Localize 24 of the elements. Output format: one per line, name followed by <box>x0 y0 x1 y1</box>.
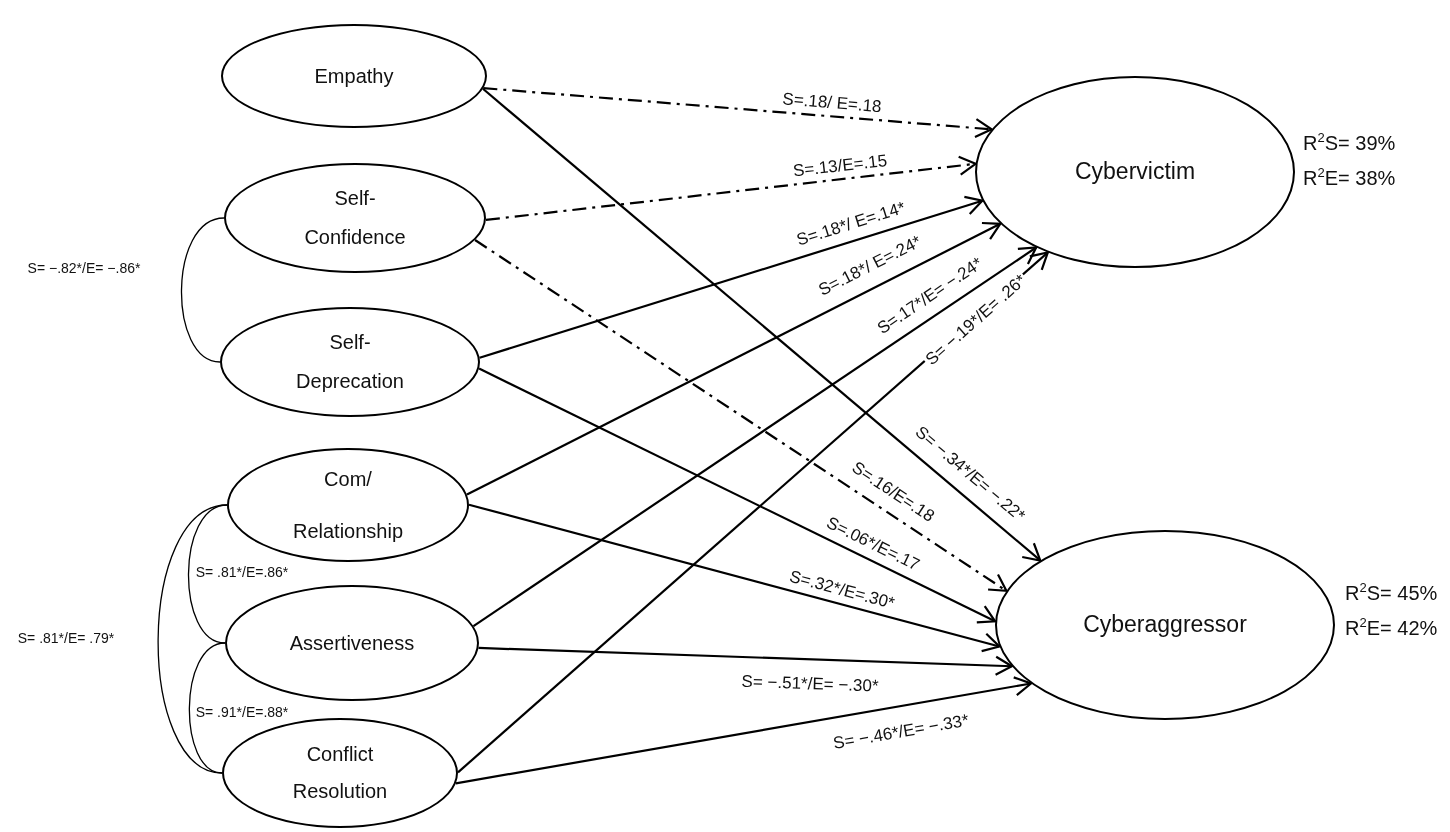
r-squared-value: R$^{2}$E= 38% <box>1303 164 1396 190</box>
variable-name: Cybervictim <box>1074 158 1196 186</box>
r-squared-value: R$^{2}$S= 45% <box>1345 580 1438 605</box>
variable-name: Empathy <box>314 64 394 88</box>
correlation-curve <box>180 217 225 363</box>
path-arrow <box>455 676 1033 785</box>
variable-name: Cyberaggressor <box>1083 611 1247 639</box>
path-arrow <box>472 246 1038 627</box>
path-arrow <box>474 239 1008 592</box>
path-arrow <box>478 367 997 624</box>
variable-name: Assertiveness <box>289 631 415 655</box>
path-arrow <box>483 87 993 139</box>
variable-name: Self- Deprecation <box>295 330 405 394</box>
variable-name: Self- Confidence <box>303 186 407 250</box>
path-arrow <box>482 87 1042 562</box>
correlation-curve <box>157 504 228 774</box>
path-arrow <box>478 646 1013 676</box>
variable-name: Com/ Relationship <box>291 467 405 544</box>
r-squared-value: R$^{2}$E= 42% <box>1345 614 1438 640</box>
correlation-curve <box>188 642 226 774</box>
path-arrow <box>485 155 977 221</box>
variable-name: Conflict Resolution <box>291 742 389 804</box>
path-arrow <box>466 221 1002 496</box>
r-squared-value: R$^{2}$S= 39% <box>1303 130 1396 155</box>
